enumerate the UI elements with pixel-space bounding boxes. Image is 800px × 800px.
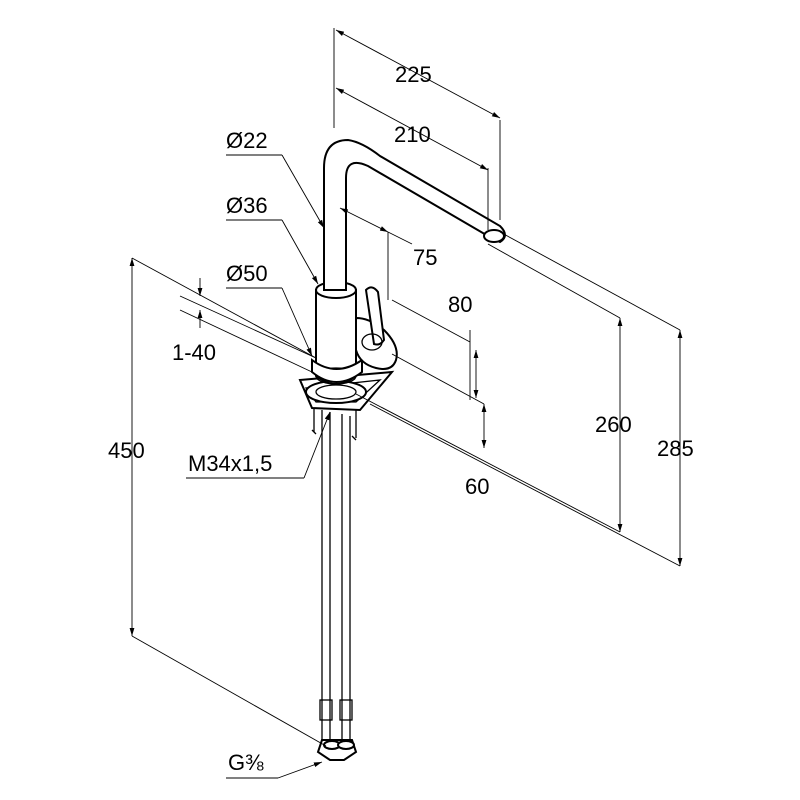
dim-60-label: 60 bbox=[465, 474, 489, 499]
dim-260: 260 bbox=[355, 243, 632, 533]
dim-210: 210 bbox=[335, 87, 489, 230]
dim-d50-label: Ø50 bbox=[226, 261, 268, 286]
dim-d22: Ø22 bbox=[226, 128, 325, 229]
dim-d50: Ø50 bbox=[226, 261, 313, 357]
dim-m34-label: M34x1,5 bbox=[188, 451, 272, 476]
dim-260-label: 260 bbox=[595, 412, 632, 437]
dim-225-label: 225 bbox=[395, 62, 432, 87]
dim-450-label: 450 bbox=[108, 438, 145, 463]
dim-d36: Ø36 bbox=[226, 193, 319, 285]
dim-1-40-label: 1-40 bbox=[172, 340, 216, 365]
dim-285: 285 bbox=[369, 231, 694, 567]
dim-75: 75 bbox=[339, 207, 437, 300]
dim-d22-label: Ø22 bbox=[226, 128, 268, 153]
faucet-body bbox=[298, 138, 506, 761]
dim-450: 450 bbox=[108, 257, 327, 747]
dim-d36-label: Ø36 bbox=[226, 193, 268, 218]
mounting-thread bbox=[311, 405, 357, 441]
dim-1-40: 1-40 bbox=[172, 278, 317, 373]
dim-80-label: 80 bbox=[448, 292, 472, 317]
dim-75-label: 75 bbox=[413, 245, 437, 270]
dim-m34: M34x1,5 bbox=[186, 411, 331, 479]
dim-60: 60 bbox=[391, 353, 489, 499]
dim-285-label: 285 bbox=[657, 436, 694, 461]
lever-handle bbox=[355, 286, 398, 370]
dim-80: 80 bbox=[391, 292, 479, 400]
main-body bbox=[311, 281, 363, 385]
supply-hoses bbox=[316, 410, 358, 761]
dim-g38-label: G⅜ bbox=[228, 750, 264, 775]
dim-g38: G⅜ bbox=[226, 750, 323, 779]
dim-210-label: 210 bbox=[394, 122, 431, 147]
